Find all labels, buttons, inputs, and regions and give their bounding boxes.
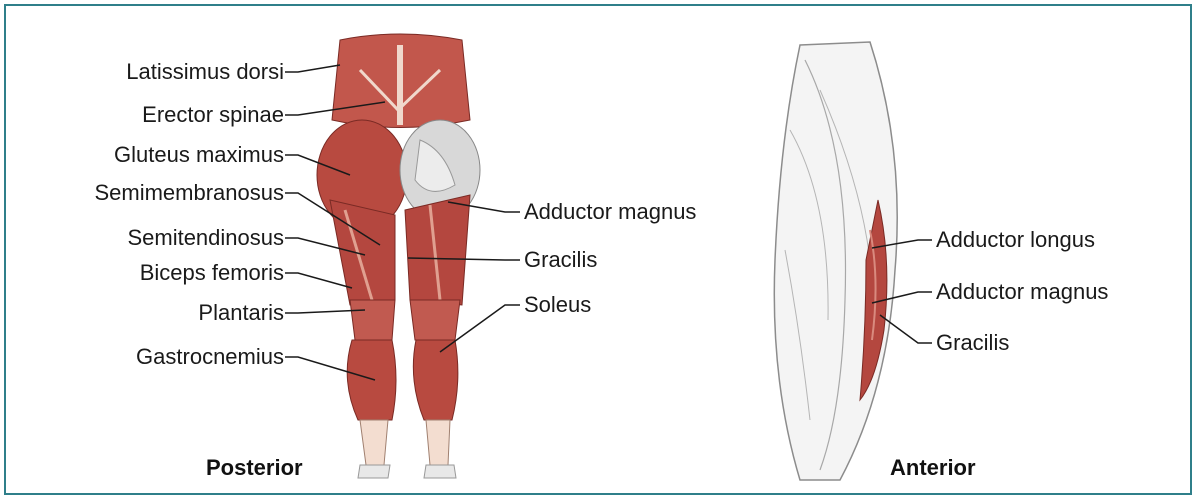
- label-plantaris: Plantaris: [198, 300, 284, 326]
- label-adductor-magnus-posterior: Adductor magnus: [524, 199, 696, 225]
- label-adductor-longus: Adductor longus: [936, 227, 1095, 253]
- label-adductor-magnus-anterior: Adductor magnus: [936, 279, 1108, 305]
- label-semitendinosus: Semitendinosus: [127, 225, 284, 251]
- anterior-thigh-illustration: [774, 42, 897, 480]
- label-gracilis-anterior: Gracilis: [936, 330, 1009, 356]
- label-gluteus-maximus: Gluteus maximus: [114, 142, 284, 168]
- caption-anterior: Anterior: [890, 455, 976, 481]
- label-gracilis-posterior: Gracilis: [524, 247, 597, 273]
- label-latissimus-dorsi: Latissimus dorsi: [126, 59, 284, 85]
- label-gastrocnemius: Gastrocnemius: [136, 344, 284, 370]
- label-biceps-femoris: Biceps femoris: [140, 260, 284, 286]
- label-soleus: Soleus: [524, 292, 591, 318]
- label-semimembranosus: Semimembranosus: [94, 180, 284, 206]
- posterior-legs-illustration: [317, 34, 480, 478]
- caption-posterior: Posterior: [206, 455, 303, 481]
- label-erector-spinae: Erector spinae: [142, 102, 284, 128]
